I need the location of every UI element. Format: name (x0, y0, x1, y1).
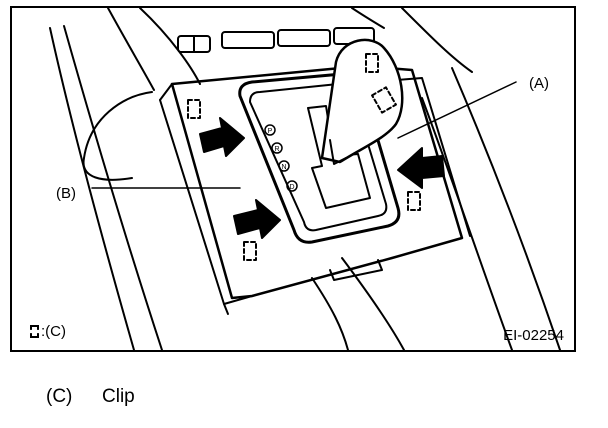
upper-trim-line (351, 8, 385, 29)
console-edge-line (107, 8, 155, 91)
gate-surround-inner (249, 83, 388, 232)
diagram-frame: P R N D (A) (B) :(C) EI-02254 (10, 6, 576, 352)
caption-ref: (C) (46, 386, 73, 407)
shift-lever (320, 38, 404, 164)
gear-d-indicator (286, 180, 298, 192)
clip-legend-text: :(C) (41, 323, 66, 340)
push-arrow-upper-left (199, 117, 245, 157)
gear-n-indicator (278, 160, 290, 172)
panel-front-edge (159, 83, 173, 101)
clip-top-right (365, 53, 379, 73)
clip-top-left (187, 99, 201, 119)
clip-bottom-left (243, 241, 257, 261)
push-arrow-right (397, 147, 445, 189)
clip-legend-icon (30, 325, 39, 338)
console-side-line-left (49, 27, 135, 350)
lower-console-line-2 (311, 277, 349, 350)
caption-text: Clip (102, 386, 135, 407)
push-arrow-lower-left (233, 199, 281, 239)
console-edge-line-2 (139, 8, 201, 85)
console-side-line-right (451, 67, 561, 350)
gear-r-indicator (271, 142, 283, 154)
shifter-panel-illustration: P R N D (49, 8, 561, 350)
gear-r-label: R (274, 146, 279, 153)
figure-id: EI-02254 (503, 327, 564, 344)
gear-p-label: P (268, 128, 273, 135)
leader-line-a (397, 81, 517, 139)
armrest-outline (82, 91, 153, 181)
label-b: (B) (56, 185, 76, 202)
gate-surround-outer (238, 72, 401, 244)
vent-slot-2 (277, 29, 331, 47)
upper-trim-line-2 (401, 8, 473, 73)
clip-legend: :(C) (30, 324, 66, 340)
lever-shaft (329, 139, 347, 165)
vent-slot-1 (221, 31, 275, 49)
panel-corner (223, 303, 229, 315)
console-side-line-left-2 (63, 25, 163, 350)
figure-caption: (C) Clip (46, 386, 135, 408)
gear-n-label: N (281, 164, 286, 171)
gear-p-indicator (264, 124, 276, 136)
label-a: (A) (529, 75, 549, 92)
gear-d-label: D (289, 184, 294, 191)
clip-bottom-right (407, 191, 421, 211)
panel-tab (329, 259, 383, 281)
